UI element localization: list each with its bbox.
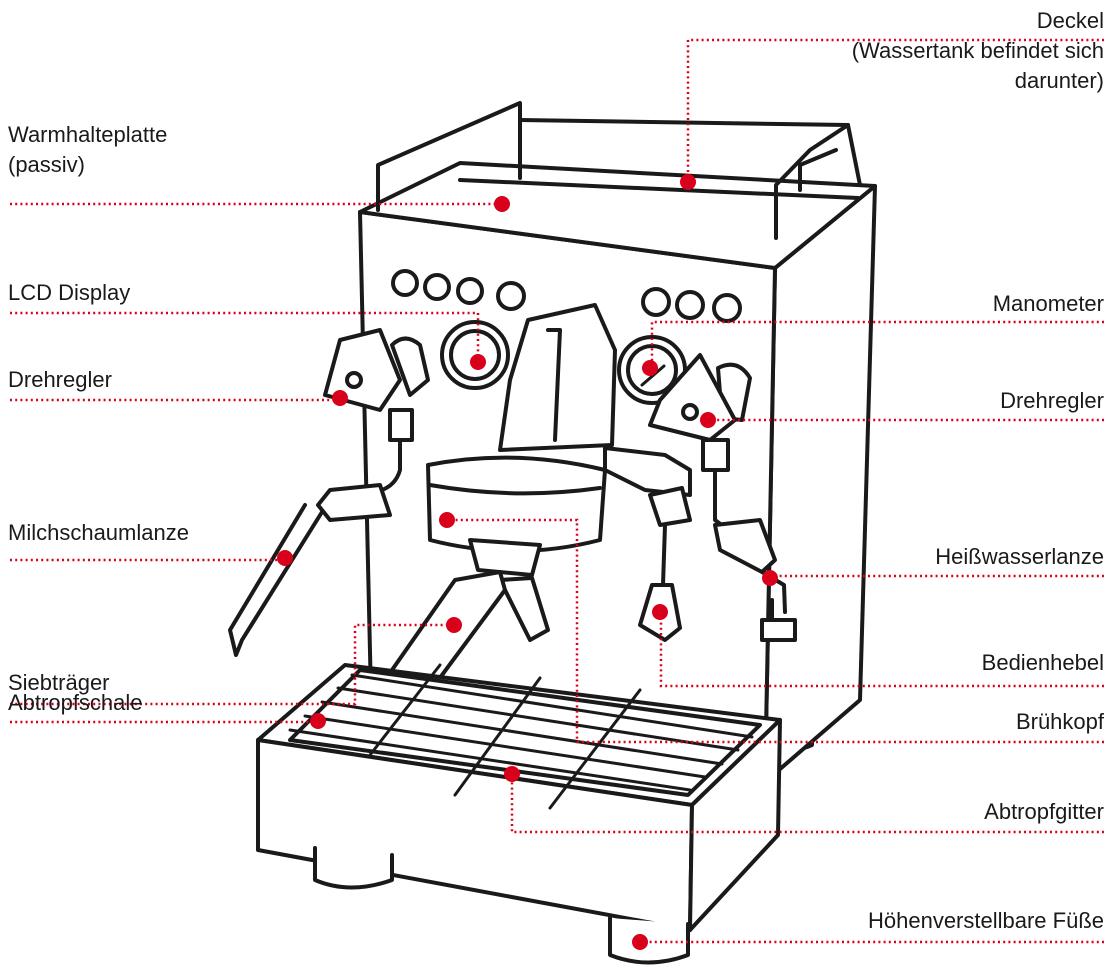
dot-lcd-display	[470, 354, 486, 370]
dot-heisswasserlanze	[762, 570, 778, 586]
top-plate	[358, 161, 877, 270]
drip-grate	[288, 663, 762, 810]
button	[675, 290, 705, 320]
label-drehregler-right: Drehregler	[1000, 388, 1104, 413]
front-right-foot	[608, 916, 690, 965]
label-warmhalteplatte-line2: (passiv)	[8, 152, 86, 177]
hot-water-tip	[760, 618, 797, 642]
label-abtropfschale: Abtropfschale	[8, 690, 143, 715]
steam-wand-joint	[316, 483, 392, 522]
button	[456, 277, 484, 305]
knob-left-cap	[345, 371, 363, 389]
label-bruehkopf: Brühkopf	[1015, 709, 1104, 734]
brew-head	[426, 455, 607, 553]
knob-right-stem	[701, 438, 730, 472]
manometer-needle	[640, 364, 666, 387]
button	[423, 273, 451, 301]
lever-arm	[648, 486, 692, 527]
leader-siebtraeger	[10, 623, 453, 706]
label-fuesse: Höhenverstellbare Füße	[867, 908, 1104, 933]
button	[496, 281, 526, 311]
drip-tray-side	[688, 718, 782, 932]
dot-drehregler-right	[700, 412, 716, 428]
leader-lines	[10, 38, 1104, 944]
hot-water-joint	[713, 518, 777, 574]
dot-abtropfgitter	[504, 766, 520, 782]
machine-drawing	[228, 101, 877, 965]
button	[641, 287, 671, 317]
dot-siebtraeger	[446, 617, 462, 633]
label-deckel-line2: (Wassertank befindet sich	[851, 38, 1104, 63]
rail-right-inner	[798, 148, 838, 192]
dot-abtropfschale	[310, 713, 326, 729]
lcd-display-inner	[449, 329, 501, 381]
label-deckel-line3: darunter)	[1014, 68, 1104, 93]
dot-bedienhebel	[652, 604, 668, 620]
steam-valve	[390, 336, 430, 397]
brew-head-ring	[428, 483, 602, 496]
portafilter-spout	[498, 576, 550, 642]
label-deckel-line1: Deckel	[1036, 8, 1104, 33]
knob-right-cap	[681, 403, 699, 421]
dot-fuesse	[632, 934, 648, 950]
label-milchschaumlanze: Milchschaumlanze	[8, 520, 189, 545]
label-heisswasserlanze: Heißwasserlanze	[935, 544, 1104, 569]
leader-deckel	[686, 38, 1104, 182]
body-side	[763, 184, 877, 784]
group-column-edge	[546, 328, 562, 442]
label-drehregler-left: Drehregler	[8, 367, 112, 392]
top-edge	[458, 178, 860, 200]
dot-milchschaumlanze	[277, 550, 293, 566]
button	[391, 269, 419, 297]
knob-left-stem	[388, 408, 414, 442]
leader-bedienhebel	[659, 612, 1104, 688]
label-abtropfgitter: Abtropfgitter	[984, 799, 1104, 824]
lever-stem	[661, 523, 667, 587]
callout-dots	[277, 174, 778, 950]
rail-left	[376, 101, 522, 212]
label-warmhalteplatte-line1: Warmhalteplatte	[8, 122, 168, 147]
dot-deckel	[680, 174, 696, 190]
manometer-inner	[626, 344, 678, 396]
rail-right	[774, 123, 850, 240]
label-lcd-display: LCD Display	[8, 280, 131, 305]
knob-left	[323, 328, 402, 412]
label-bedienhebel: Bedienhebel	[981, 650, 1104, 675]
label-manometer: Manometer	[992, 291, 1104, 316]
dot-drehregler-left	[332, 390, 348, 406]
front-left-foot	[313, 846, 394, 890]
dot-warmhalteplatte	[494, 196, 510, 212]
label-warmhalteplatte: Warmhalteplatte (passiv)	[8, 120, 167, 180]
leader-lcd-display	[10, 311, 480, 362]
leader-abtropfgitter	[510, 774, 1104, 834]
steam-wand	[228, 503, 324, 657]
dot-bruehkopf	[439, 512, 455, 528]
dot-manometer	[642, 360, 658, 376]
label-deckel: Deckel (Wassertank befindet sich darunte…	[852, 6, 1104, 96]
brew-head-base	[468, 538, 542, 577]
button	[712, 293, 742, 323]
label-siebtraeger: Siebträger	[8, 670, 110, 695]
